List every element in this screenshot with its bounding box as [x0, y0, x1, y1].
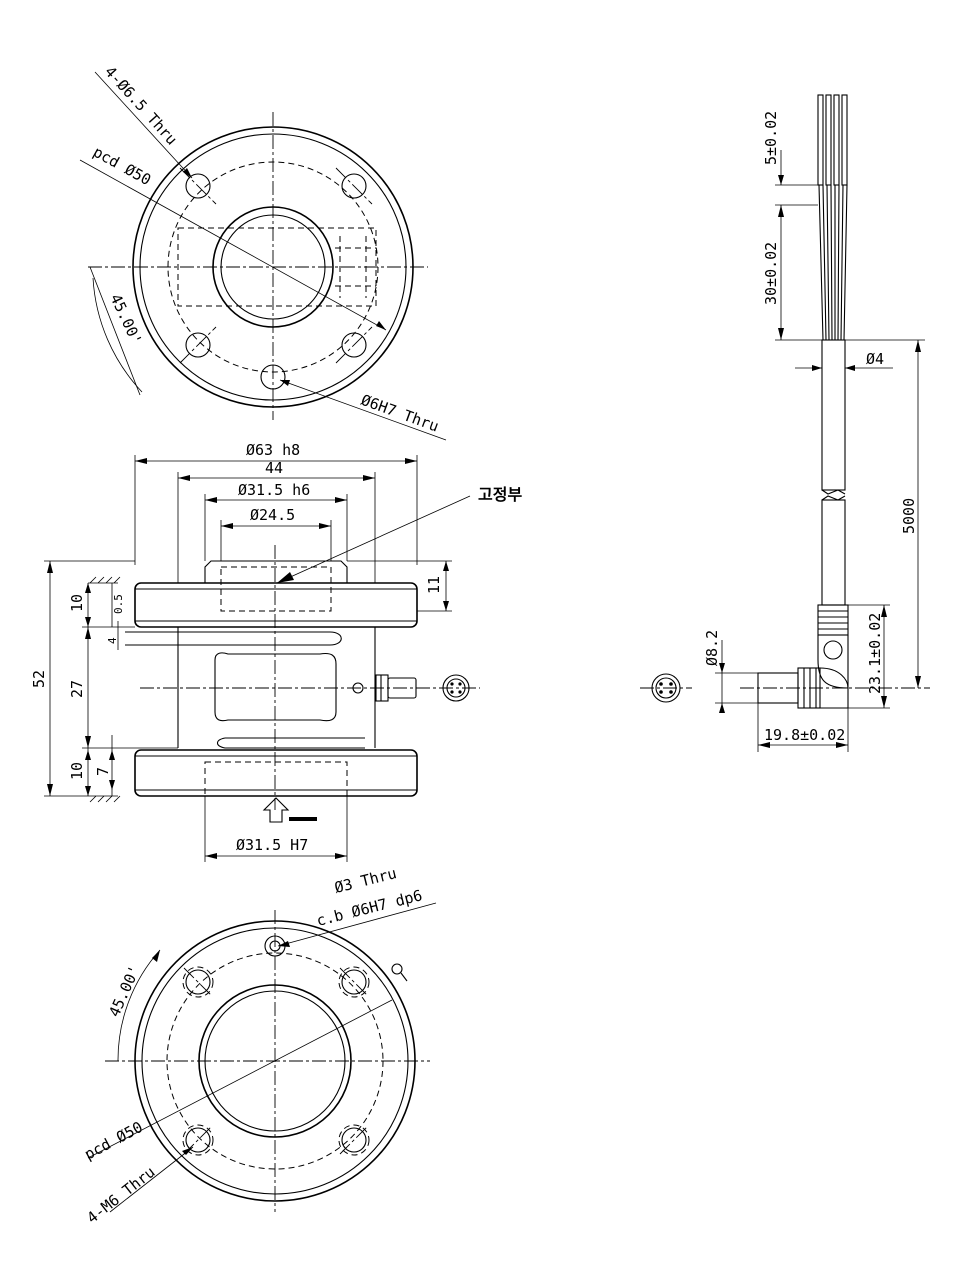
cable-drawing — [640, 94, 930, 752]
front-view — [44, 455, 480, 862]
cable-dia-label: Ø4 — [866, 350, 884, 368]
conn-dia-label: Ø8.2 — [703, 630, 721, 666]
dia-31-5-H7-label: Ø31.5 H7 — [236, 836, 308, 854]
cb-bottom-label: c.b Ø6H7 dp6 — [315, 886, 425, 930]
search-icon — [391, 963, 408, 982]
conn-w-label: 19.8±0.02 — [764, 726, 845, 744]
dia-24-5-label: Ø24.5 — [250, 506, 295, 524]
thru-hole-bottom-label: Ø3 Thru — [333, 864, 399, 897]
angle-bottom-label: 45.00' — [105, 963, 143, 1020]
dia-31-5-h6-label: Ø31.5 h6 — [238, 481, 310, 499]
dim-4-label: 4 — [106, 637, 119, 644]
dim-27-label: 27 — [68, 680, 86, 698]
fixed-part-label: 고정부 — [478, 485, 522, 504]
bottom-view — [87, 902, 437, 1213]
angle-top-label: 45.00' — [106, 291, 145, 348]
dim-10-top-label: 10 — [68, 594, 86, 612]
dim-11-label: 11 — [425, 576, 443, 594]
dim-0-5-label: 0.5 — [112, 594, 125, 614]
holes-bottom-label: 4-M6 Thru — [83, 1163, 158, 1227]
dim-52-label: 52 — [30, 670, 48, 688]
wire-5-label: 5±0.02 — [762, 111, 780, 165]
holes-top-label: 4-Ø6.5 Thru — [101, 63, 181, 149]
conn-h-label: 23.1±0.02 — [866, 613, 884, 694]
dim-10-bottom-label: 10 — [68, 762, 86, 780]
dim-44-label: 44 — [265, 459, 283, 477]
pcd-bottom-label: pcd Ø50 — [81, 1118, 145, 1164]
pcd-top-label: pcd Ø50 — [90, 143, 154, 189]
cable-len-label: 5000 — [900, 498, 918, 534]
dim-7-label: 7 — [94, 767, 112, 776]
top-view — [79, 71, 447, 441]
wire-30-label: 30±0.02 — [762, 242, 780, 305]
dia-63-label: Ø63 h8 — [246, 441, 300, 459]
force-arrow-icon — [262, 797, 317, 823]
